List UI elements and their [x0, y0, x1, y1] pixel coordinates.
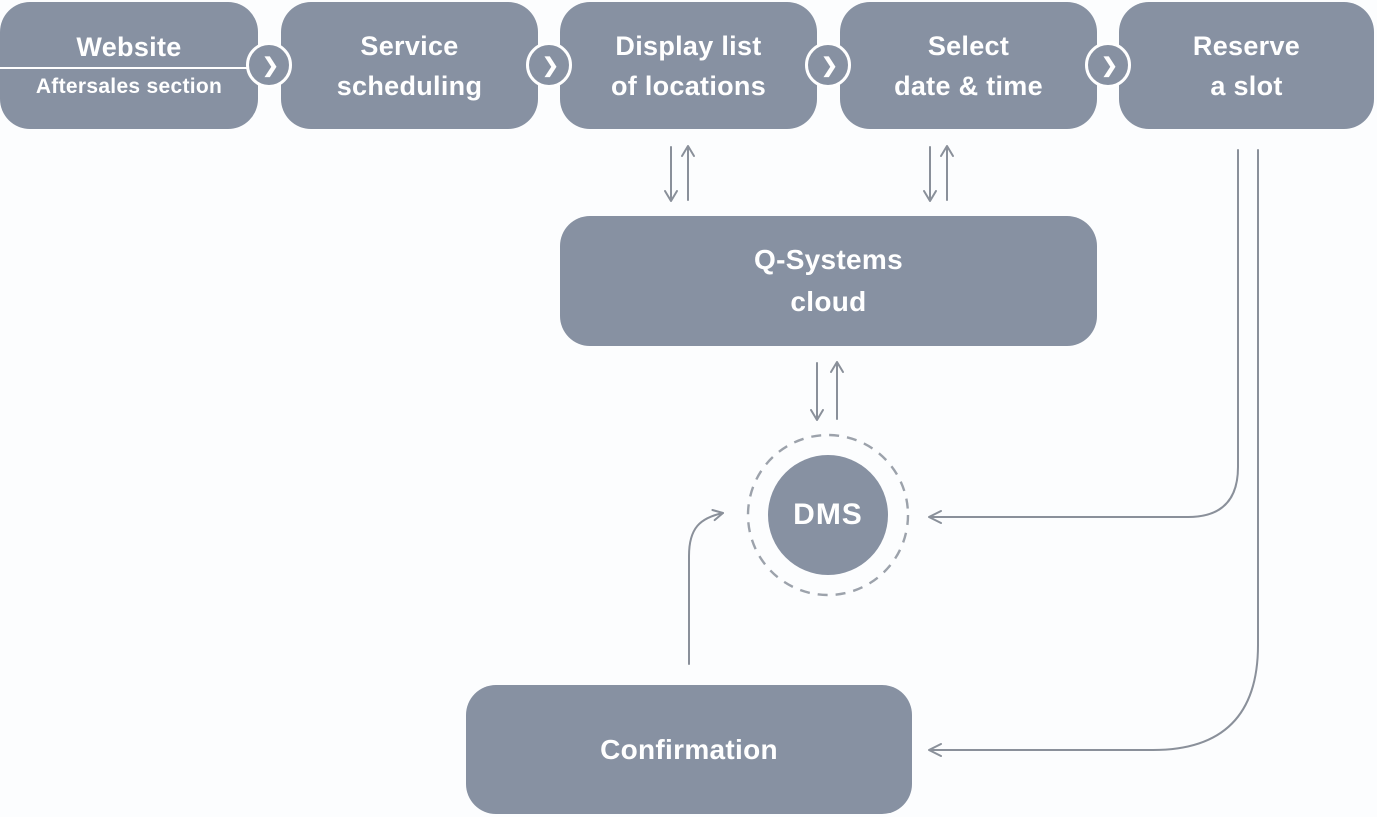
step-label: date & time [894, 70, 1043, 101]
cloud-label: cloud [790, 286, 867, 317]
dms-label: DMS [793, 498, 863, 531]
step-select-datetime: Select date & time [840, 2, 1097, 129]
chevron-connector: ❯ [246, 42, 292, 88]
chevron-connector: ❯ [1085, 42, 1131, 88]
step-website: Website Aftersales section [0, 2, 258, 129]
step-label: Select [927, 30, 1010, 61]
confirmation-label: Confirmation [600, 733, 778, 765]
arrow-reserve-to-dms [928, 149, 1239, 524]
arrow-datetime-to-cloud [923, 145, 954, 202]
confirmation-node: Confirmation [466, 685, 912, 814]
arrow-confirmation-to-dms [688, 509, 724, 665]
chevron-right-icon: ❯ [821, 54, 838, 77]
step-display-locations: Display list of locations [560, 2, 817, 129]
step-label: a slot [1210, 70, 1283, 101]
step-label: Reserve [1192, 30, 1301, 61]
step-service-scheduling: Service scheduling [281, 2, 538, 129]
step-label: of locations [610, 70, 767, 101]
chevron-right-icon: ❯ [1101, 54, 1118, 77]
arrow-reserve-to-confirmation [928, 149, 1259, 757]
step-label: Website [76, 31, 182, 62]
step-label: Service [360, 30, 459, 61]
step-reserve-slot: Reserve a slot [1119, 2, 1374, 129]
divider-line [0, 66, 258, 70]
dms-dashed-ring [746, 433, 910, 597]
chevron-right-icon: ❯ [262, 54, 279, 77]
chevron-connector: ❯ [805, 42, 851, 88]
arrow-cloud-to-dms [810, 361, 844, 421]
arrow-locations-to-cloud [664, 145, 695, 202]
qsystems-cloud-node: Q-Systems cloud [560, 216, 1097, 346]
chevron-right-icon: ❯ [542, 54, 559, 77]
step-label: Display list [615, 30, 762, 61]
step-label: scheduling [336, 70, 483, 101]
step-sublabel: Aftersales section [35, 75, 223, 99]
dms-node: DMS [768, 455, 888, 575]
cloud-label: Q-Systems [754, 244, 903, 275]
chevron-connector: ❯ [526, 42, 572, 88]
